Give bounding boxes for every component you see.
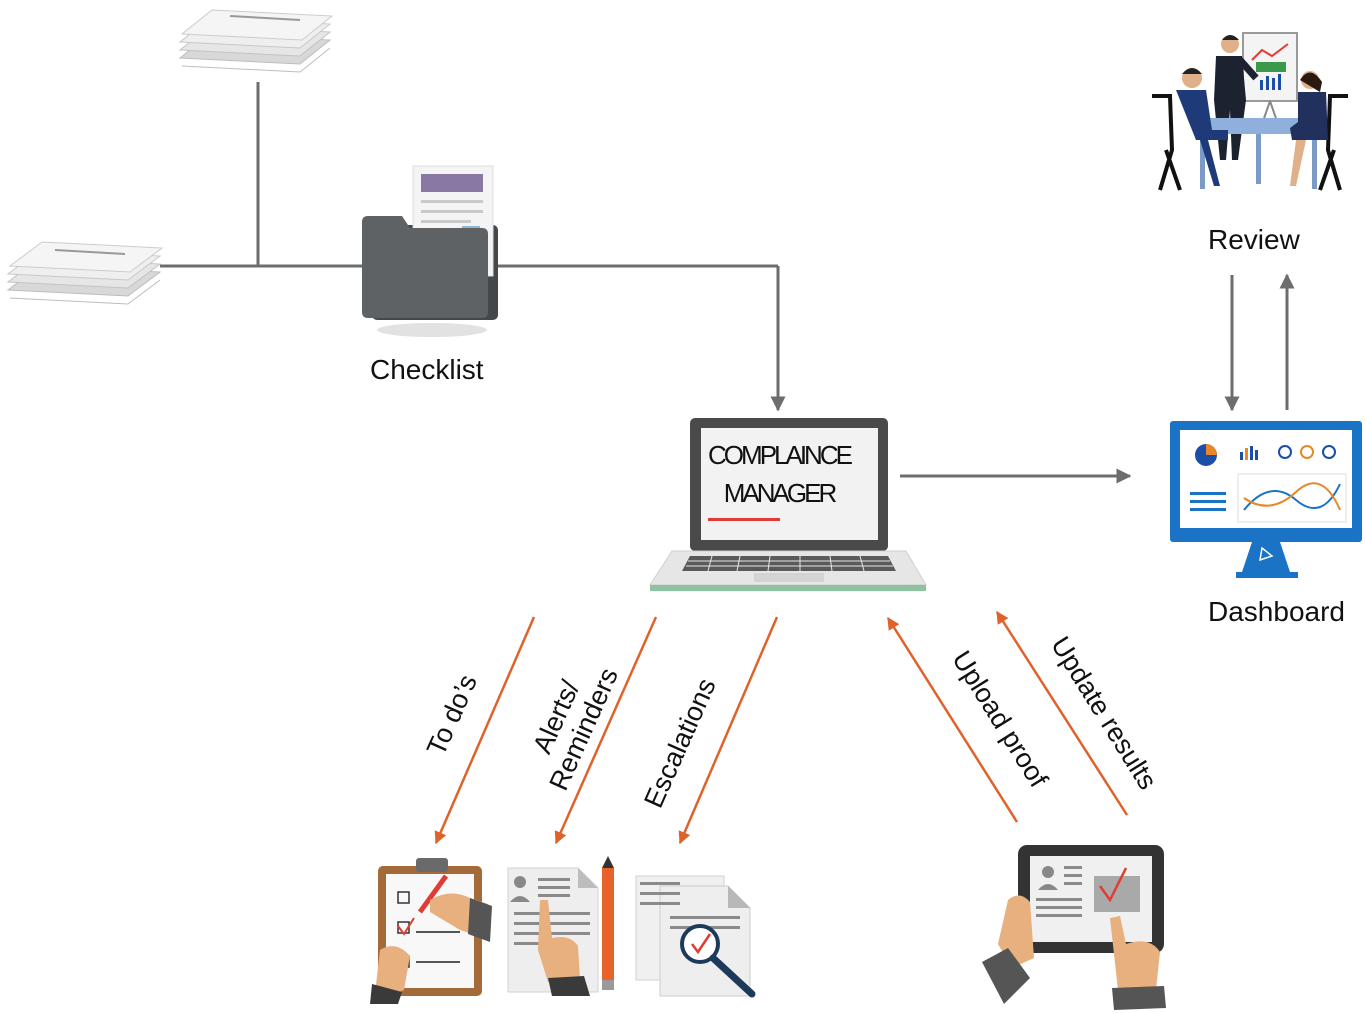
meeting-presentation-icon xyxy=(1152,32,1348,191)
tablet-hands-icon xyxy=(982,845,1166,1010)
review-label: Review xyxy=(1208,224,1300,255)
laptop-title-line2: MANAGER xyxy=(723,478,837,508)
monitor-dashboard-icon xyxy=(1170,421,1362,578)
paper-stack-icon xyxy=(178,9,334,73)
arrow-escalations xyxy=(678,616,779,845)
laptop-icon xyxy=(649,418,927,591)
arrow-alerts xyxy=(554,616,658,845)
arrow-todos xyxy=(434,616,536,845)
laptop-title-line1: COMPLAINCE xyxy=(708,440,853,470)
folder-document-icon xyxy=(362,165,498,337)
document-magnifier-icon xyxy=(635,875,756,998)
checklist-label: Checklist xyxy=(370,354,484,385)
arrow-upload-proof xyxy=(886,616,1019,823)
dashboard-label: Dashboard xyxy=(1208,596,1345,627)
arrow-update-results xyxy=(995,610,1129,816)
document-pencil-icon xyxy=(507,856,614,996)
connector-lines xyxy=(160,82,1295,484)
clipboard-checklist-icon xyxy=(370,858,492,1004)
paper-stack-icon xyxy=(6,241,164,305)
orange-arrows xyxy=(434,610,1129,845)
